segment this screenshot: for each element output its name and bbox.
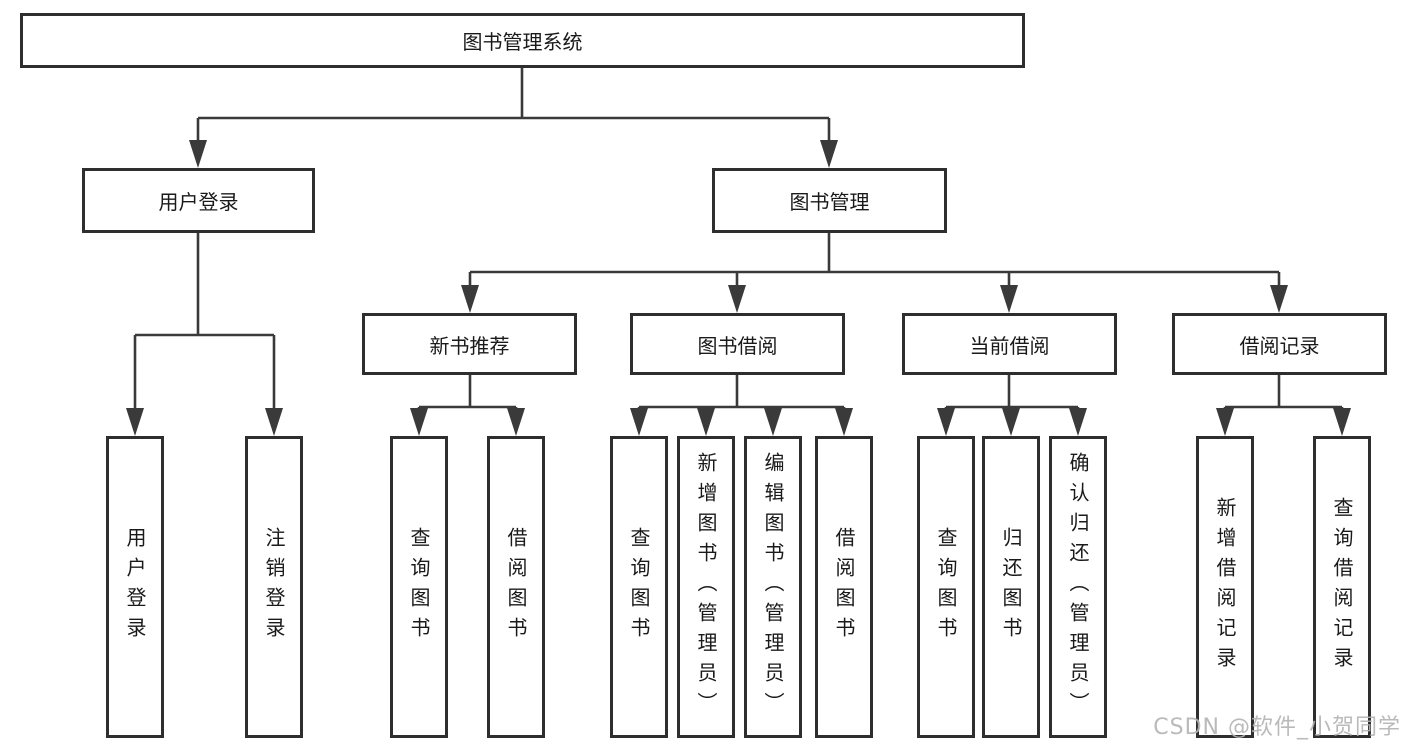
node-borrow-records: 借阅记录	[1172, 313, 1387, 375]
leaf-label: 用户登录	[123, 527, 147, 647]
leaf-confirm-return-admin: 确认归还（管理员）	[1049, 436, 1107, 738]
node-user-login: 用户登录	[82, 168, 315, 233]
leaf-label: 借阅图书	[504, 527, 528, 647]
leaf-label: 查询图书	[934, 527, 958, 647]
leaf-label: 借阅图书	[832, 527, 856, 647]
leaf-label: 编辑图书（管理员）	[761, 452, 785, 722]
leaf-query-borrow-record: 查询借阅记录	[1313, 436, 1371, 738]
leaf-label: 查询图书	[407, 527, 431, 647]
leaf-logout: 注销登录	[245, 436, 303, 738]
node-book-management: 图书管理	[712, 168, 947, 233]
leaf-label: 查询借阅记录	[1330, 497, 1354, 677]
leaf-edit-books-admin: 编辑图书（管理员）	[744, 436, 802, 738]
csdn-watermark: CSDN @软件_小贺同学	[1153, 715, 1401, 740]
leaf-query-books-current: 查询图书	[917, 436, 975, 738]
leaf-user-login: 用户登录	[106, 436, 164, 738]
node-book-borrowing: 图书借阅	[630, 313, 845, 375]
leaf-borrow-books-borrowing: 借阅图书	[815, 436, 873, 738]
leaf-return-books: 归还图书	[982, 436, 1040, 738]
node-new-book-recommend: 新书推荐	[362, 313, 577, 375]
leaf-label: 查询图书	[627, 527, 651, 647]
node-current-borrowing: 当前借阅	[902, 313, 1117, 375]
leaf-label: 确认归还（管理员）	[1066, 452, 1090, 722]
leaf-label: 新增借阅记录	[1213, 497, 1237, 677]
leaf-add-borrow-record: 新增借阅记录	[1196, 436, 1254, 738]
node-root-system: 图书管理系统	[20, 13, 1025, 68]
leaf-label: 注销登录	[262, 527, 286, 647]
leaf-label: 归还图书	[999, 527, 1023, 647]
leaf-borrow-books-recommend: 借阅图书	[487, 436, 545, 738]
leaf-query-books-borrowing: 查询图书	[610, 436, 668, 738]
leaf-label: 新增图书（管理员）	[694, 452, 718, 722]
leaf-add-books-admin: 新增图书（管理员）	[677, 436, 735, 738]
leaf-query-books-recommend: 查询图书	[390, 436, 448, 738]
